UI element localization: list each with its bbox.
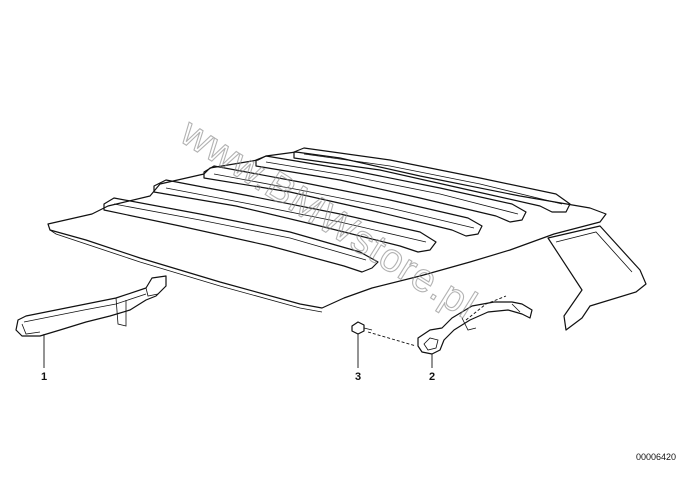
callout-3: 3 — [355, 371, 361, 383]
callout-1: 1 — [41, 371, 47, 383]
callout-2: 2 — [429, 371, 435, 383]
grab-handle-2 — [367, 295, 533, 355]
grab-handle-1 — [15, 275, 167, 337]
watermark-text: www.BMWstore.pl — [172, 110, 484, 328]
drawing-number: 00006420 — [636, 452, 676, 462]
roof-panel — [47, 147, 647, 331]
leader-lines — [43, 334, 433, 368]
screw-3 — [351, 321, 373, 335]
